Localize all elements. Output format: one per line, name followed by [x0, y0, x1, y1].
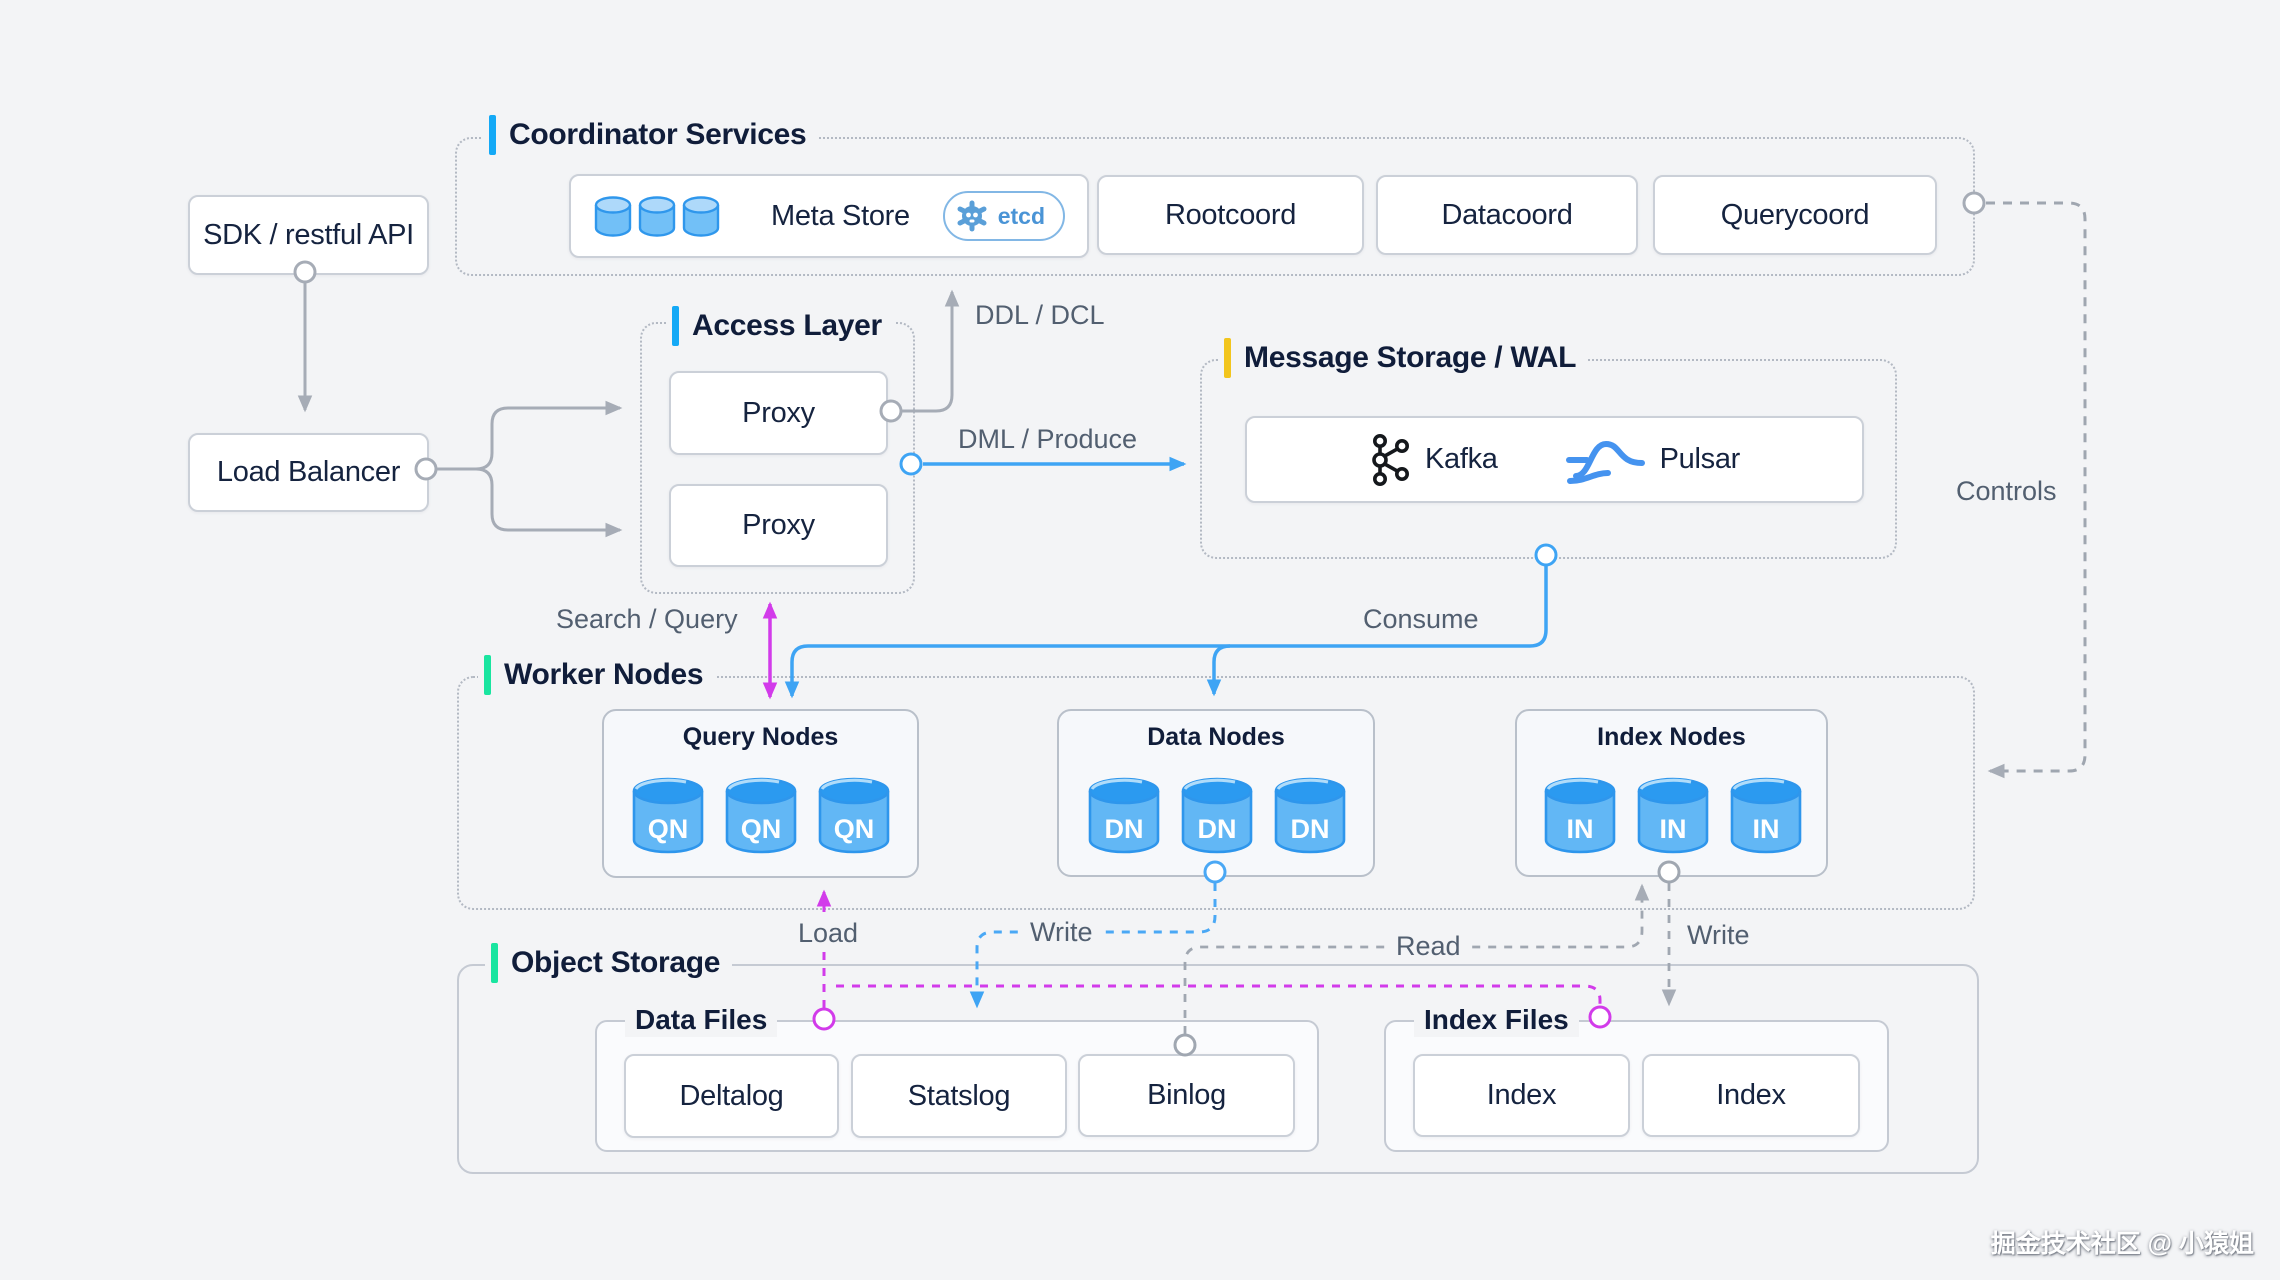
index-node-cylinder: IN — [1544, 777, 1616, 854]
database-cylinder-icon — [638, 196, 676, 237]
svg-text:QN: QN — [648, 814, 689, 844]
index-file-box-2: Index — [1642, 1054, 1860, 1137]
query-node-cylinder: QN — [818, 777, 890, 854]
data-node-cylinder: DN — [1274, 777, 1346, 854]
meta-store-label: Meta Store — [771, 199, 910, 232]
object-storage-title: Object Storage — [485, 940, 733, 986]
watermark: 掘金技术社区 @ 小猿姐 — [1990, 1230, 2254, 1258]
svg-text:DN: DN — [1291, 814, 1330, 844]
kafka-label: Kafka — [1424, 443, 1498, 475]
blue-accent-bar — [672, 306, 679, 346]
read-label: Read — [1388, 929, 1469, 964]
index-node-cylinder: IN — [1637, 777, 1709, 854]
query-node-cylinder: QN — [725, 777, 797, 854]
data-nodes-box: Data Nodes DN DN DN — [1057, 709, 1375, 877]
deltalog-box: Deltalog — [624, 1054, 839, 1138]
svg-text:DN: DN — [1105, 814, 1144, 844]
data-node-cylinder: DN — [1181, 777, 1253, 854]
sdk-box: SDK / restful API — [188, 195, 429, 275]
rootcoord-box: Rootcoord — [1097, 175, 1364, 255]
worker-nodes-title: Worker Nodes — [478, 652, 716, 698]
load-balancer-box: Load Balancer — [188, 433, 429, 512]
meta-store-cylinders — [593, 195, 721, 239]
message-storage-title: Message Storage / WAL — [1218, 335, 1589, 381]
database-cylinder-icon — [594, 196, 632, 237]
write-data-label: Write — [1022, 915, 1101, 950]
blue-accent-bar — [489, 115, 496, 155]
yellow-accent-bar — [1224, 338, 1231, 378]
query-nodes-box: Query Nodes QN QN QN — [602, 709, 919, 878]
etcd-badge: etcd — [942, 191, 1065, 241]
ddl-dcl-label: DDL / DCL — [975, 300, 1105, 330]
svg-text:IN: IN — [1567, 814, 1594, 844]
index-files-title: Index Files — [1414, 1003, 1579, 1037]
querycoord-box: Querycoord — [1653, 175, 1937, 255]
etcd-gear-icon — [957, 200, 987, 232]
query-node-cylinder: QN — [632, 777, 704, 854]
pulsar-label: Pulsar — [1659, 443, 1741, 475]
pulsar-icon — [1565, 440, 1645, 484]
svg-text:QN: QN — [741, 814, 782, 844]
binlog-box: Binlog — [1078, 1054, 1295, 1137]
search-query-label: Search / Query — [556, 604, 738, 634]
svg-text:IN: IN — [1753, 814, 1780, 844]
coordinator-services-title: Coordinator Services — [483, 112, 819, 158]
svg-text:IN: IN — [1660, 814, 1687, 844]
load-label: Load — [790, 916, 867, 951]
data-node-cylinder: DN — [1088, 777, 1160, 854]
wire-lb-to-proxy2 — [436, 467, 623, 538]
index-file-box-1: Index — [1413, 1054, 1630, 1137]
dml-produce-label: DML / Produce — [958, 424, 1138, 454]
datacoord-box: Datacoord — [1376, 175, 1638, 255]
kafka-icon — [1372, 433, 1409, 486]
green-accent-bar — [491, 943, 498, 983]
statslog-box: Statslog — [851, 1054, 1067, 1138]
svg-text:DN: DN — [1198, 814, 1237, 844]
controls-label: Controls — [1956, 476, 2057, 506]
wire-lb-to-proxy1 — [436, 400, 623, 471]
database-cylinder-icon — [682, 196, 720, 237]
write-index-label: Write — [1687, 920, 1750, 950]
proxy-box-1: Proxy — [669, 371, 888, 455]
data-files-title: Data Files — [625, 1003, 778, 1037]
index-node-cylinder: IN — [1730, 777, 1802, 854]
access-layer-title: Access Layer — [666, 303, 894, 349]
meta-store-box: Meta Store etcd — [569, 174, 1089, 258]
index-nodes-box: Index Nodes IN IN IN — [1515, 709, 1828, 877]
green-accent-bar — [484, 655, 491, 695]
consume-label: Consume — [1363, 604, 1479, 634]
svg-text:QN: QN — [834, 814, 875, 844]
proxy-box-2: Proxy — [669, 484, 888, 567]
kafka-pulsar-box: Kafka Pulsar — [1245, 416, 1864, 503]
